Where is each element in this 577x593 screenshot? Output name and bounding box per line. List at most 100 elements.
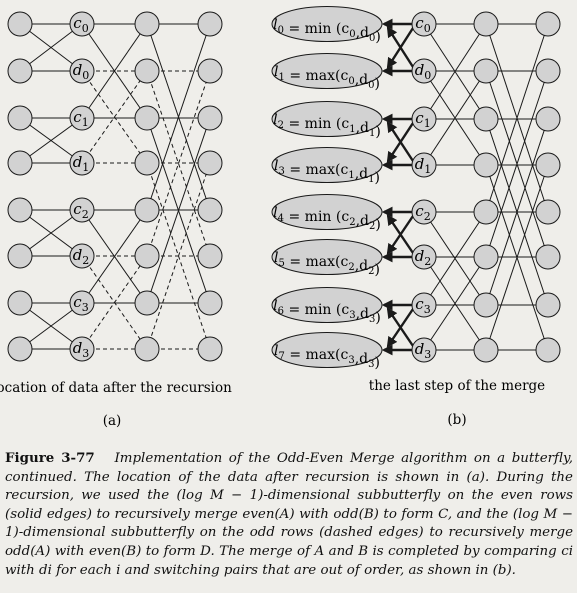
- result-oval: [271, 332, 383, 368]
- butterfly-node: [473, 106, 499, 132]
- butterfly-edge: [19, 117, 83, 164]
- node-label: d2: [415, 247, 432, 268]
- butterfly-node: [411, 152, 437, 178]
- compare-arrow: [386, 307, 414, 347]
- butterfly-edge: [19, 23, 83, 72]
- butterfly-node: [473, 58, 499, 84]
- oval-formula: l4 = min (c2,d2): [273, 205, 381, 233]
- result-oval: [271, 6, 383, 42]
- node-label: d0: [415, 61, 432, 82]
- butterfly-edge: [485, 23, 549, 213]
- panel-b-tag: (b): [447, 412, 466, 428]
- node-label: d1: [73, 153, 90, 174]
- butterfly-edge: [81, 209, 148, 304]
- butterfly-node: [197, 290, 223, 316]
- butterfly-node: [197, 243, 223, 269]
- compare-arrow: [386, 214, 414, 254]
- butterfly-node: [69, 150, 95, 176]
- butterfly-node: [7, 243, 33, 269]
- butterfly-edge: [423, 256, 487, 351]
- node-label: c3: [415, 295, 430, 316]
- butterfly-edge: [485, 118, 549, 306]
- node-label: c2: [73, 200, 88, 221]
- butterfly-node: [69, 336, 95, 362]
- butterfly-node: [535, 11, 561, 37]
- butterfly-node: [7, 150, 33, 176]
- butterfly-edge: [146, 23, 211, 211]
- butterfly-edge: [485, 164, 549, 351]
- butterfly-node: [69, 290, 95, 316]
- butterfly-edge: [423, 211, 487, 306]
- butterfly-edge: [423, 70, 487, 166]
- butterfly-node: [69, 243, 95, 269]
- result-oval: [271, 239, 383, 275]
- butterfly-node: [134, 243, 160, 269]
- butterfly-node: [473, 199, 499, 225]
- butterfly-node: [197, 105, 223, 131]
- butterfly-edge: [423, 23, 487, 120]
- butterfly-node: [473, 152, 499, 178]
- butterfly-edge: [81, 23, 148, 119]
- butterfly-node: [197, 197, 223, 223]
- butterfly-node: [473, 11, 499, 37]
- butterfly-node: [411, 337, 437, 363]
- compare-arrow: [386, 121, 415, 162]
- butterfly-node: [69, 197, 95, 223]
- butterfly-node: [197, 336, 223, 362]
- panel-a-tag: (a): [103, 413, 122, 429]
- oval-formula: l6 = min (c3,d3): [273, 298, 381, 326]
- butterfly-node: [134, 105, 160, 131]
- node-label: c1: [415, 109, 430, 130]
- figure-caption-body: Implementation of the Odd-Even Merge alg…: [5, 451, 573, 578]
- oval-formula: l1 = max(c0,d0): [274, 64, 380, 92]
- butterfly-node: [535, 337, 561, 363]
- node-label: d0: [73, 61, 90, 82]
- butterfly-node: [411, 106, 437, 132]
- butterfly-node: [535, 292, 561, 318]
- butterfly-node: [7, 11, 33, 37]
- butterfly-edge: [81, 255, 148, 350]
- node-label: c2: [415, 202, 430, 223]
- panel-a-caption: location of data after the recursion: [0, 380, 232, 396]
- oval-formula: l2 = min (c1,d1): [273, 112, 381, 140]
- figure-caption: Figure 3-77 Implementation of the Odd-Ev…: [5, 449, 573, 580]
- node-label: c3: [73, 293, 88, 314]
- butterfly-node: [535, 152, 561, 178]
- butterfly-node: [134, 336, 160, 362]
- butterfly-edge: [81, 70, 148, 164]
- butterfly-edge: [146, 117, 211, 304]
- butterfly-node: [411, 11, 437, 37]
- node-label: c1: [73, 108, 88, 129]
- oval-formula: l7 = max(c3,d3): [274, 343, 380, 371]
- node-label: d1: [415, 155, 432, 176]
- node-label: c0: [415, 14, 430, 35]
- compare-arrow: [386, 26, 415, 68]
- butterfly-node: [69, 11, 95, 37]
- butterfly-edge: [19, 209, 83, 257]
- butterfly-node: [134, 58, 160, 84]
- butterfly-node: [535, 58, 561, 84]
- butterfly-edge: [485, 70, 549, 258]
- butterfly-node: [535, 244, 561, 270]
- result-oval: [271, 287, 383, 323]
- panel-b-caption: the last step of the merge: [369, 378, 545, 394]
- result-oval: [271, 194, 383, 230]
- butterfly-node: [411, 58, 437, 84]
- butterfly-edge: [146, 162, 211, 350]
- butterfly-node: [134, 197, 160, 223]
- butterfly-node: [134, 290, 160, 316]
- oval-formula: l3 = max(c1,d1): [274, 158, 380, 186]
- butterfly-node: [473, 292, 499, 318]
- butterfly-node: [134, 11, 160, 37]
- butterfly-node: [7, 336, 33, 362]
- butterfly-node: [411, 292, 437, 318]
- butterfly-node: [7, 290, 33, 316]
- oval-formula: l0 = min (c0,d0): [273, 17, 381, 45]
- butterfly-node: [134, 150, 160, 176]
- result-oval: [271, 101, 383, 137]
- butterfly-node: [7, 105, 33, 131]
- butterfly-edge: [146, 70, 211, 257]
- result-oval: [271, 147, 383, 183]
- butterfly-node: [197, 150, 223, 176]
